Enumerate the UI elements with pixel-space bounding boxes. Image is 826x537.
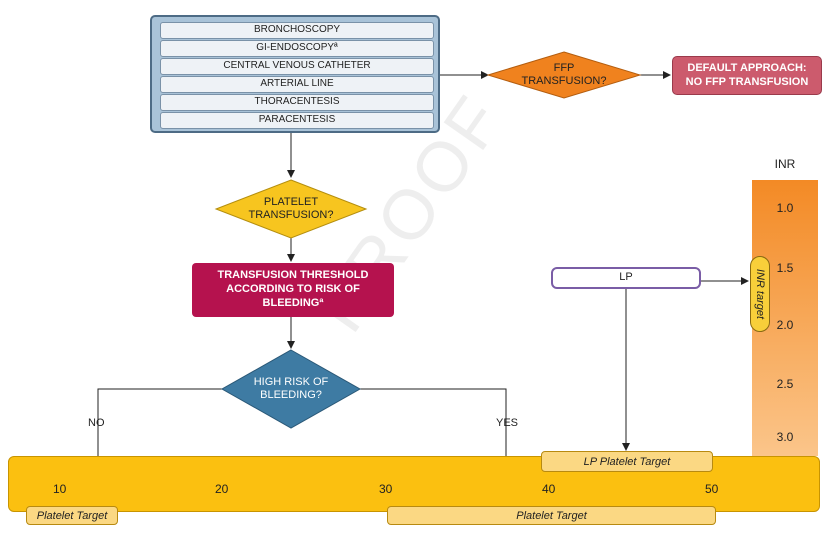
low-platelet-target-pill: Platelet Target xyxy=(26,506,118,525)
platelet-tick: 40 xyxy=(542,482,556,496)
platelet-tick: 20 xyxy=(215,482,229,496)
high-platelet-target-pill: Platelet Target xyxy=(387,506,716,525)
inr-target-pill: INR target xyxy=(750,256,770,332)
inr-tick: 3.0 xyxy=(776,430,794,444)
inr-tick: 1.0 xyxy=(776,201,794,215)
inr-tick: 2.0 xyxy=(776,318,794,332)
platelet-tick: 10 xyxy=(53,482,67,496)
procedure-item: PARACENTESIS xyxy=(160,112,434,129)
procedure-item: GI-ENDOSCOPYª xyxy=(160,40,434,57)
inr-tick: 2.5 xyxy=(776,377,794,391)
procedure-item: CENTRAL VENOUS CATHETER xyxy=(160,58,434,75)
procedure-item: ARTERIAL LINE xyxy=(160,76,434,93)
default-approach-box: DEFAULT APPROACH:NO FFP TRANSFUSION xyxy=(672,56,822,95)
procedure-item: THORACENTESIS xyxy=(160,94,434,111)
procedure-item: BRONCHOSCOPY xyxy=(160,22,434,39)
inr-tick: 1.5 xyxy=(776,261,794,275)
platelet-diamond-shape xyxy=(214,179,368,239)
branch-yes-label: YES xyxy=(496,417,519,429)
lp-platelet-target-pill: LP Platelet Target xyxy=(541,451,713,472)
lp-box: LP xyxy=(551,267,701,289)
ffp-diamond-shape xyxy=(486,51,642,99)
inr-header: INR xyxy=(774,157,796,171)
platelet-tick: 50 xyxy=(705,482,719,496)
procedure-list-panel: BRONCHOSCOPY GI-ENDOSCOPYª CENTRAL VENOU… xyxy=(150,15,440,133)
branch-no-label: NO xyxy=(88,417,105,429)
risk-diamond-shape xyxy=(220,349,362,429)
inr-target-label: INR target xyxy=(754,268,766,320)
platelet-tick: 30 xyxy=(379,482,393,496)
